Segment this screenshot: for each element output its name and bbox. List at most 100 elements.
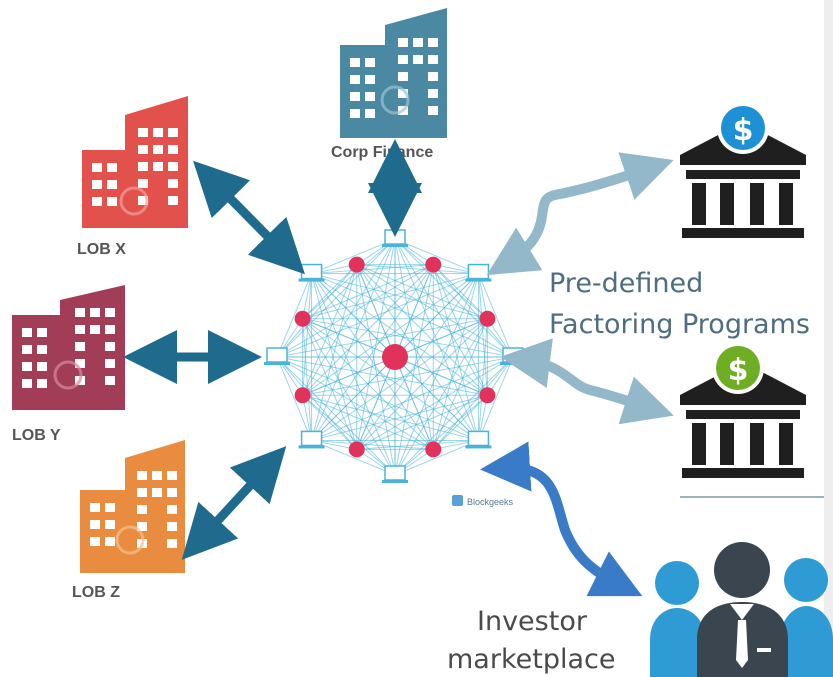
lob-x-building-icon [82, 96, 188, 228]
laptop-icon [264, 347, 290, 365]
laptop-icon [465, 430, 492, 449]
network-node [479, 387, 496, 404]
network-link [356, 356, 396, 450]
network-link [394, 356, 434, 450]
network-link [302, 273, 313, 396]
laptop-icon [298, 263, 325, 282]
network-link [311, 356, 514, 441]
lob-x-windows [92, 128, 178, 206]
lob-z-building-icon [80, 440, 185, 573]
bank-bottom-dollar-symbol: $ [728, 353, 749, 388]
network-node [294, 387, 311, 404]
network-link [311, 273, 488, 396]
network-link [394, 439, 479, 476]
network-node [479, 310, 496, 327]
network-link [394, 238, 434, 450]
network-link [311, 264, 358, 441]
network-link [394, 318, 488, 358]
lob-z-arrow [181, 446, 287, 560]
lob-z-windows [90, 471, 177, 548]
network-link [311, 238, 396, 441]
network-link [302, 273, 479, 320]
network-link [394, 356, 488, 396]
network-link [356, 356, 514, 450]
network-link [302, 238, 396, 320]
network-node [425, 441, 442, 458]
network-link [276, 318, 488, 358]
blockgeeks-watermark: Blockgeeks [452, 495, 514, 507]
network-link [394, 273, 479, 358]
network-link [356, 264, 479, 275]
network-link [311, 356, 396, 441]
network-link [356, 264, 396, 358]
network-node [348, 441, 365, 458]
lob-y-building-icon [12, 285, 125, 410]
network-link [311, 273, 396, 358]
blockchain-network [264, 229, 526, 483]
network-link [394, 238, 488, 320]
network-link [311, 238, 396, 275]
corp-finance-building-icon [340, 8, 447, 138]
network-link [302, 394, 479, 441]
network-link [394, 238, 488, 396]
network-link [356, 439, 479, 450]
network-link [311, 264, 434, 275]
lob-y-windows [22, 308, 115, 388]
lob-x-arrow [193, 160, 305, 275]
network-link [276, 356, 479, 441]
laptop-icon [298, 430, 325, 449]
laptop-icon [382, 229, 408, 247]
investor-arrow [480, 441, 643, 597]
network-link [276, 273, 313, 358]
network-link [302, 356, 396, 396]
network-node [294, 310, 311, 327]
network-link [394, 238, 479, 441]
right-edge-panel [824, 0, 833, 677]
network-link [356, 264, 479, 441]
network-link [394, 238, 479, 275]
investor-right-person [780, 558, 833, 677]
lob-y-label: LOB Y [12, 427, 61, 444]
network-link [477, 273, 488, 396]
bank-bottom-arrow [500, 338, 674, 425]
factoring-label-line2: Factoring Programs [549, 309, 810, 340]
network-link [432, 264, 514, 358]
lob-z-label: LOB Z [72, 584, 120, 601]
network-link [432, 273, 479, 450]
network-link [477, 318, 488, 441]
investor-label-line1: Investor [477, 606, 588, 637]
laptop-icon [500, 347, 526, 365]
network-link [302, 238, 396, 396]
network-center-node [382, 344, 408, 370]
network-link [356, 264, 514, 358]
network-link [302, 318, 313, 441]
factoring-label-line1: Pre-defined [549, 268, 703, 299]
network-node [348, 256, 365, 273]
bank-top-coin [721, 106, 765, 150]
network-link [394, 356, 479, 441]
bank-top-icon: $ [680, 102, 806, 238]
network-link [276, 264, 358, 358]
network-link [311, 273, 396, 476]
network-link [276, 356, 313, 441]
network-link [311, 439, 396, 476]
network-link [302, 356, 514, 396]
network-link [356, 273, 479, 450]
network-link [311, 439, 434, 450]
bank-bottom-coin [716, 346, 760, 390]
network-link [394, 264, 434, 358]
network-link [356, 264, 396, 476]
network-link [394, 394, 488, 476]
network-link [302, 318, 479, 441]
bank-top-arrow [486, 152, 674, 276]
investor-center-person [697, 542, 788, 677]
laptop-icon [465, 263, 492, 282]
network-link [394, 273, 479, 476]
investors-people-icon [650, 542, 833, 677]
network-link [311, 273, 514, 358]
watermark-text: Blockgeeks [467, 497, 514, 507]
investor-label-line2: marketplace [447, 644, 615, 675]
network-link [276, 273, 479, 358]
laptop-icon [382, 465, 408, 483]
